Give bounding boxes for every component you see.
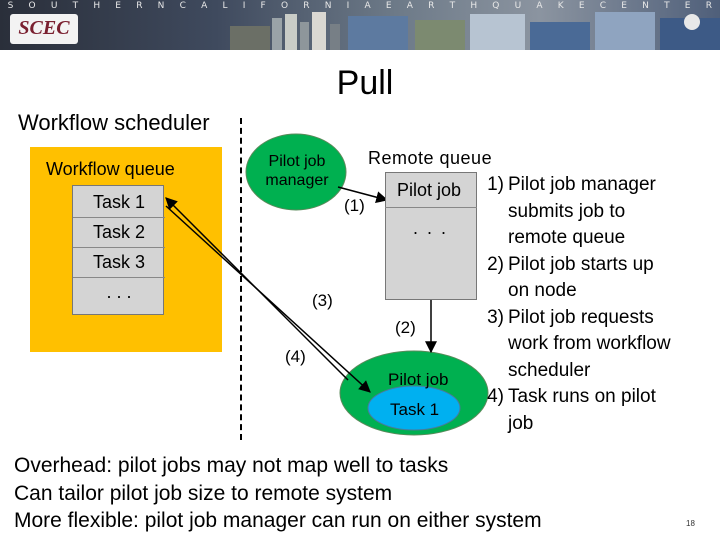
logo-text: SCEC [18, 17, 70, 39]
step-text-line: scheduler [508, 359, 591, 381]
queue-separator [73, 277, 165, 278]
banner-letter: I [346, 1, 350, 11]
banner-letter: E [385, 1, 392, 11]
step-number: 3) [487, 306, 504, 328]
banner-letter: F [260, 1, 266, 11]
banner-letter: H [470, 1, 478, 11]
step-number: 4) [487, 386, 504, 407]
queue-item: Task 1 [92, 192, 146, 212]
compute-node [339, 350, 489, 436]
banner-letter: A [364, 1, 371, 11]
step-label-2: (2) [395, 318, 416, 337]
banner-letter: O [280, 1, 289, 11]
banner-letter: I [242, 1, 246, 11]
banner-letter: T [449, 1, 456, 11]
step-item: 4)Task runs on pilot job [480, 384, 716, 437]
node-pilot-job-label: Pilot job [388, 370, 449, 389]
step-number: 1) [487, 174, 504, 195]
pilot-job-manager-label: Pilot job manager [258, 152, 336, 190]
banner-letter: Q [492, 1, 500, 11]
banner-letter: U [514, 1, 522, 11]
remote-queue-box [385, 172, 477, 300]
step-text-line: Pilot job starts up [508, 253, 654, 275]
step-item: 1)Pilot job manager submits job to remote … [480, 172, 716, 252]
banner-letter: E [621, 1, 627, 11]
step-label-4: (4) [285, 347, 306, 366]
note-line: Can tailor pilot job size to remote syst… [14, 481, 393, 505]
slide-title: Pull [336, 64, 394, 102]
header-banner: S O U T H E R N C A L I F O R N I A E A R T H Q U A K E C E N T E R SCEC [0, 0, 720, 50]
step-item: 3)Pilot job requests work from workflow sc… [480, 305, 716, 385]
banner-letter: C [179, 1, 186, 11]
pilot-job-manager-line: manager [265, 172, 329, 189]
pilot-job-manager-line: Pilot job [268, 153, 326, 170]
queue-separator [73, 217, 165, 218]
queue-item: Task 2 [92, 222, 146, 242]
banner-letter: R [136, 1, 143, 11]
banner-letter: A [201, 1, 208, 11]
banner-letter: R [303, 1, 310, 11]
banner-letter: N [157, 1, 165, 11]
banner-letter: O [28, 1, 36, 11]
step-number: 2) [487, 253, 504, 275]
step-text-line: on node [508, 280, 577, 301]
banner-letter: A [536, 1, 543, 11]
node-task-label: Task 1 [390, 400, 440, 419]
step-text-line: remote queue [508, 227, 626, 248]
workflow-scheduler-label: Workflow scheduler [18, 110, 210, 135]
banner-letter: E [578, 1, 585, 11]
banner-letter: A [406, 1, 413, 11]
page-number: 18 [686, 519, 695, 528]
banner-letter: R [705, 1, 712, 11]
workflow-queue-box: Task 1 Task 2 Task 3 . . . [72, 185, 165, 315]
banner-letter: N [642, 1, 649, 11]
remote-queue-item: Pilot job [397, 180, 462, 200]
step-label-1: (1) [344, 196, 365, 215]
workflow-queue-label: Workflow queue [46, 159, 175, 179]
banner-letter: U [50, 1, 58, 11]
steps-list: 1)Pilot job manager submits job to remote … [480, 172, 716, 437]
step-label-3: (3) [312, 291, 333, 310]
banner-letter: C [599, 1, 607, 11]
step-text-line: Pilot job manager [508, 174, 656, 195]
banner-letter: S [7, 1, 14, 11]
queue-separator [73, 247, 165, 248]
step-text-line: job [508, 412, 534, 434]
queue-item-ellipsis: . . . [106, 282, 132, 302]
notes: Overhead: pilot jobs may not map well to… [14, 452, 542, 535]
step-item: 2)Pilot job starts up on node [480, 252, 716, 305]
banner-letter: K [557, 1, 564, 11]
banner-letter: T [72, 1, 79, 11]
note-line: Overhead: pilot jobs may not map well to… [14, 454, 449, 477]
remote-queue-label: Remote queue [368, 148, 493, 168]
queue-item: Task 3 [92, 252, 146, 272]
remote-queue-separator [385, 207, 477, 208]
note-line: More flexible: pilot job manager can run… [14, 509, 542, 532]
step-text-line: Pilot job requests [508, 306, 654, 328]
step-text-line: Task runs on pilot [508, 386, 656, 407]
step-text-line: work from workflow [508, 333, 671, 354]
banner-photo-collage [230, 12, 720, 50]
banner-letter: E [684, 1, 691, 11]
banner-letter: E [115, 1, 121, 11]
banner-letter: R [428, 1, 435, 11]
step-text-line: submits job to [508, 200, 626, 222]
banner-letter: H [93, 1, 101, 11]
banner-letter: T [664, 1, 670, 11]
banner-letter: L [222, 1, 228, 11]
remote-queue-ellipsis: . . . [413, 218, 449, 238]
system-divider [240, 118, 242, 440]
banner-letter: N [324, 1, 332, 11]
scec-logo: SCEC [10, 14, 78, 44]
